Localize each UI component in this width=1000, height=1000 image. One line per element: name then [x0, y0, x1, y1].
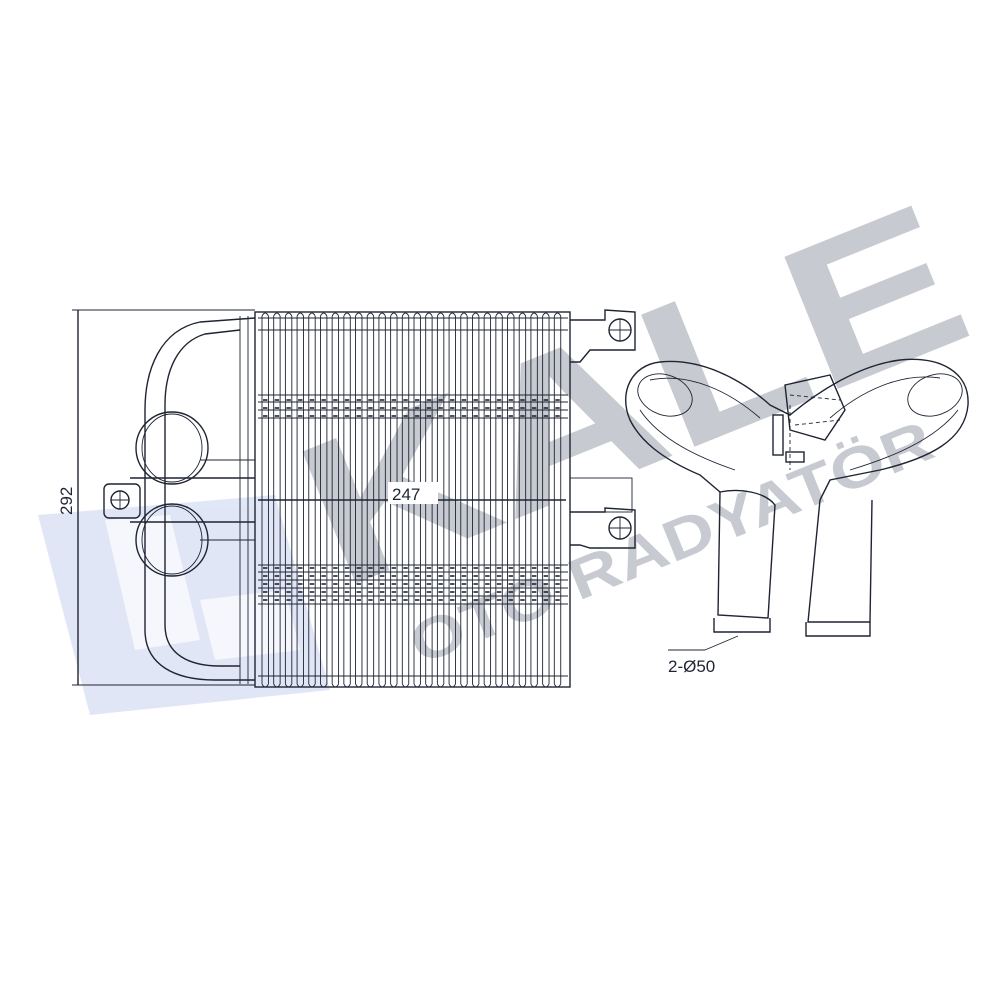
pipe-diameter-label: 2-Ø50	[668, 657, 715, 676]
inlet-pipe-upper	[135, 411, 209, 485]
watermark-logo	[38, 495, 330, 715]
side-view-bracket	[784, 374, 846, 441]
left-manifold-pipe	[144, 317, 256, 681]
intercooler-side-view: 2-Ø50	[625, 358, 969, 676]
watermark-blue-badge	[38, 495, 330, 715]
width-dimension-label: 247	[392, 485, 420, 504]
height-dimension-label: 292	[57, 487, 76, 515]
left-mounting-bracket	[103, 483, 141, 519]
outlet-pipe-left	[717, 489, 776, 619]
right-bracket-lower	[570, 507, 636, 549]
side-view-outline	[625, 358, 969, 501]
intercooler-front-view: 247 292	[57, 309, 636, 688]
right-bracket-upper	[570, 309, 636, 363]
outlet-pipe-right	[807, 499, 873, 623]
core-bands	[258, 317, 568, 677]
